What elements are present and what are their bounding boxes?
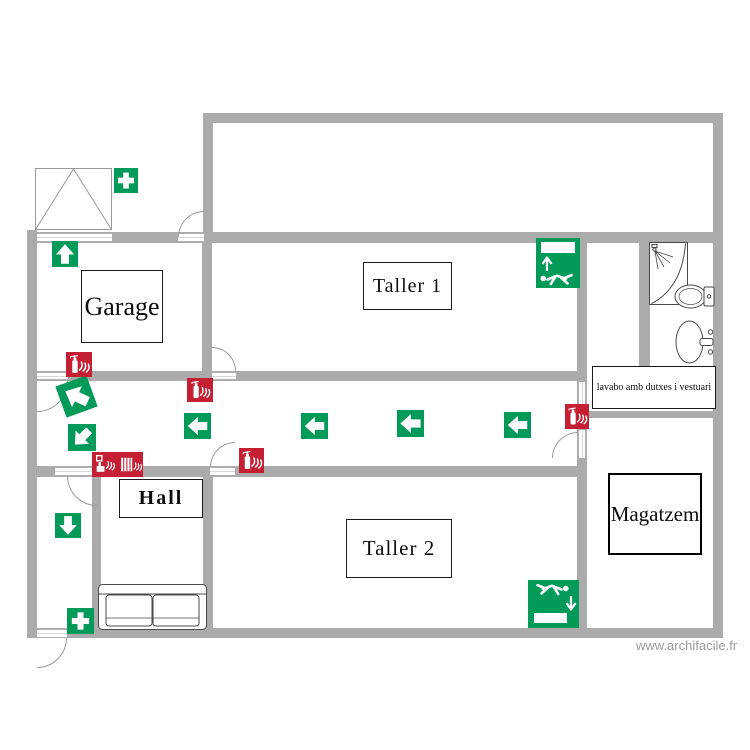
room-label-taller2[interactable]: Taller 2: [346, 519, 452, 578]
wall-bottom: [27, 628, 723, 638]
door-swing-garage-front: [178, 211, 204, 237]
first-aid-sign-bottom[interactable]: [67, 608, 94, 634]
door-opening-taller1: [212, 372, 236, 380]
door-swing-taller1: [212, 347, 236, 371]
first-aid-cross-icon: [118, 172, 134, 189]
arrow-up-icon: [55, 244, 75, 264]
direction-arrow-down-left-sign[interactable]: [68, 423, 96, 452]
arrow-left-icon: [187, 416, 208, 436]
room-label-garage[interactable]: Garage: [81, 270, 163, 343]
taller1-label-text: Taller 1: [372, 274, 443, 297]
door-opening-corridor-west: [37, 372, 68, 380]
first-aid-cross-icon: [71, 612, 90, 630]
sink[interactable]: [675, 317, 715, 367]
wall-garage-right: [202, 243, 212, 371]
door-opening-vestuari: [578, 382, 586, 407]
room-label-hall[interactable]: Hall: [119, 479, 203, 518]
door-opening-hall: [55, 467, 92, 476]
door-swing-taller2: [210, 442, 235, 467]
door-swing-exterior-sw: [37, 638, 67, 668]
fire-extinguisher-icon: [187, 378, 213, 402]
sofa-icon: [98, 584, 207, 630]
lavabo-label-text: lavabo amb dutxes i vestuari: [596, 382, 712, 393]
arrow-down-icon: [59, 516, 77, 535]
wall-corridor-top: [27, 371, 587, 381]
fire-extinguisher-sign-4[interactable]: [565, 404, 589, 429]
room-label-lavabo[interactable]: lavabo amb dutxes i vestuari: [592, 366, 716, 409]
arrow-left-icon: [304, 416, 325, 436]
door-opening-exterior-sw: [37, 629, 67, 638]
first-aid-sign-top[interactable]: [114, 168, 138, 193]
exit-running-man-up-icon: [539, 242, 575, 286]
fire-extinguisher-icon: [66, 352, 92, 377]
sofa[interactable]: [98, 584, 207, 630]
emergency-exit-up-sign[interactable]: [536, 238, 580, 288]
emergency-exit-down-sign[interactable]: [528, 580, 579, 628]
door-swing-magatzem: [552, 432, 578, 458]
wall-left: [27, 230, 37, 638]
fire-extinguisher-icon: [239, 448, 264, 473]
door-swing-hall: [67, 476, 97, 506]
garage-door-symbol[interactable]: [35, 168, 112, 230]
sink-icon: [675, 320, 714, 364]
wall-top: [204, 113, 723, 123]
hall-label-text: Hall: [138, 487, 184, 509]
wall-upper-vertical: [203, 113, 213, 243]
fire-call-point-and-hose-reel-icon: [92, 452, 143, 477]
room-label-taller1[interactable]: Taller 1: [363, 262, 452, 310]
garage-label-text: Garage: [84, 291, 160, 321]
wall-corridor-bottom: [37, 466, 587, 477]
fire-extinguisher-icon: [565, 404, 589, 429]
direction-arrow-left-sign-3[interactable]: [397, 410, 424, 437]
wall-mid-upper: [27, 232, 723, 243]
magatzem-label-text: Magatzem: [610, 501, 700, 526]
exit-running-man-down-icon: [534, 583, 577, 623]
direction-arrow-down-sign[interactable]: [55, 513, 81, 538]
arrow-left-icon: [400, 414, 421, 433]
fire-extinguisher-sign-2[interactable]: [187, 378, 213, 402]
taller2-label-text: Taller 2: [362, 536, 436, 560]
wall-bath-bottom: [587, 411, 713, 418]
toilet[interactable]: [674, 280, 715, 313]
door-opening-taller2: [210, 467, 235, 476]
direction-arrow-left-sign-2[interactable]: [301, 413, 328, 439]
door-opening-magatzem: [578, 430, 586, 458]
wall-bath-left: [639, 243, 650, 366]
fire-extinguisher-sign-3[interactable]: [239, 448, 264, 473]
toilet-icon: [674, 284, 715, 309]
fire-call-point-hose-reel-sign[interactable]: [92, 452, 143, 477]
direction-arrow-left-sign-1[interactable]: [184, 413, 211, 439]
watermark: www.archifacile.fr: [636, 638, 738, 653]
garage-door-icon: [35, 168, 112, 230]
wall-hall-right: [203, 467, 213, 638]
direction-arrow-up-sign[interactable]: [52, 241, 78, 267]
fire-extinguisher-sign-1[interactable]: [66, 352, 92, 377]
wall-hall-left: [92, 467, 101, 638]
wall-right: [713, 113, 723, 638]
room-label-magatzem[interactable]: Magatzem: [608, 473, 702, 555]
arrow-left-icon: [507, 415, 528, 435]
direction-arrow-left-sign-4[interactable]: [504, 412, 531, 438]
